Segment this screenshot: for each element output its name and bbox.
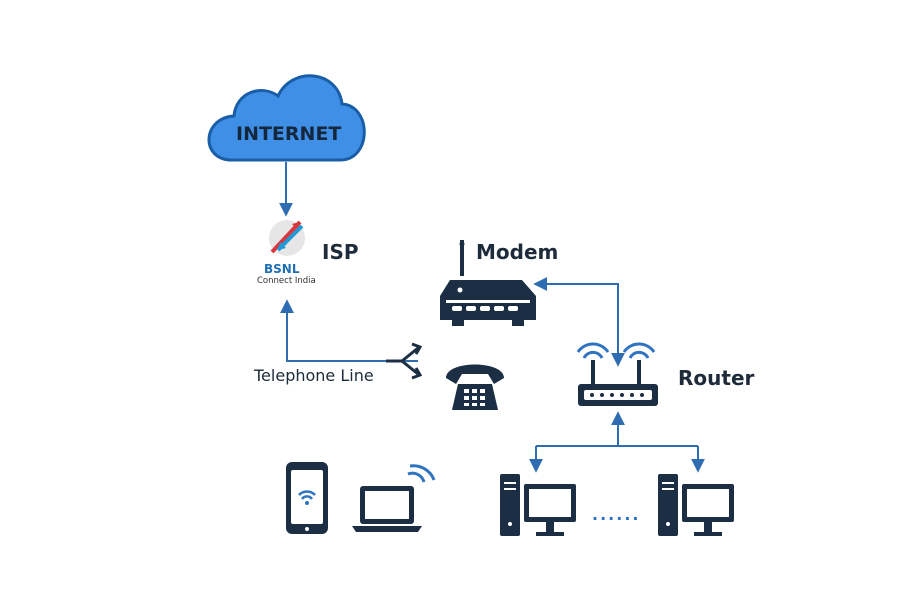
router-icon [576,342,658,406]
cloud-icon [207,74,366,162]
laptop-icon [352,464,436,532]
modem-label: Modem [476,240,559,264]
smartphone-icon [286,462,328,534]
modem-icon [440,240,536,326]
internet-label: INTERNET [236,123,342,145]
desktop-computer-icon [658,474,734,536]
connector-lines [279,162,705,473]
bsnl-logo-icon [269,220,305,256]
router-label: Router [678,366,755,390]
telephone-line-to-isp [280,299,418,362]
telephone-icon [446,364,504,410]
bsnl-tagline: Connect India [257,276,316,286]
bsnl-logo-text: BSNL [264,262,300,276]
splitter-icon [386,342,423,380]
desktop-computer-icon [500,474,576,536]
isp-label: ISP [322,240,359,264]
router-to-modem-line [533,277,619,356]
computers-ellipsis: ...... [592,505,640,524]
telephone-line-label: Telephone Line [254,366,374,385]
